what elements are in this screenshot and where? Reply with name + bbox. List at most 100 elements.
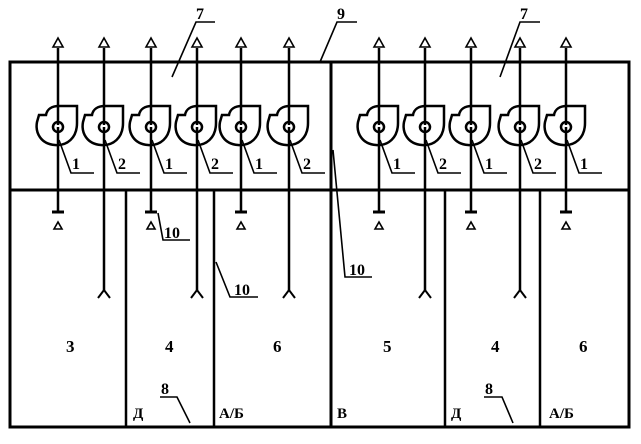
- duct-inlet-icon: [190, 288, 204, 299]
- fan-unit: [543, 36, 587, 230]
- duct-grille-icon: [465, 220, 477, 230]
- fan-housing-icon: [35, 104, 79, 147]
- category-ab-right: А/Б: [549, 406, 574, 422]
- fan-housing-icon: [174, 104, 218, 147]
- fan-callout-leader: [289, 139, 325, 174]
- fan-housing-icon: [128, 104, 172, 147]
- fan-number: 2: [211, 156, 219, 173]
- fan-number: 1: [580, 156, 588, 173]
- leader-line: [379, 139, 415, 174]
- duct-grille-icon: [235, 220, 247, 230]
- leader-line: [289, 139, 325, 174]
- duct-grille-icon: [373, 220, 385, 230]
- building-outline: [8, 60, 631, 429]
- leader-10-a: [157, 212, 190, 241]
- category-d-left: Д: [133, 406, 144, 422]
- leader-line: [520, 139, 556, 174]
- room-number-6-left: 6: [273, 337, 282, 356]
- leader-line: [58, 139, 94, 174]
- leader-line: [241, 139, 277, 174]
- fan-housing-icon: [543, 104, 587, 147]
- category-v: В: [337, 406, 347, 422]
- callout-8-left: 8: [161, 381, 169, 398]
- fan-number: 2: [303, 156, 311, 173]
- duct-inlet-icon: [513, 288, 527, 299]
- callout-10-b: 10: [234, 282, 250, 299]
- fan-callout-leader: [471, 139, 507, 174]
- stack-arrow-icon: [513, 36, 527, 48]
- room-number-4-right: 4: [491, 337, 500, 356]
- fan-number: 2: [118, 156, 126, 173]
- stack-arrow-icon: [51, 36, 65, 48]
- stack-arrow-icon: [464, 36, 478, 48]
- leader-line: [566, 139, 602, 174]
- leader-line: [425, 139, 461, 174]
- duct-grille-icon: [52, 220, 64, 230]
- fan-callout-leader: [566, 139, 602, 174]
- stack-arrow-icon: [559, 36, 573, 48]
- fan-units: [35, 36, 587, 299]
- fan-number: 1: [72, 156, 80, 173]
- fan-callout-leader: [241, 139, 277, 174]
- callout-7-left: 7: [196, 6, 204, 23]
- fan-number: 2: [439, 156, 447, 173]
- duct-grille-icon: [560, 220, 572, 230]
- fan-housing-icon: [356, 104, 400, 147]
- leader-line: [197, 139, 233, 174]
- leader-line: [471, 139, 507, 174]
- fan-housing-icon: [81, 104, 125, 147]
- category-ab-left: А/Б: [219, 406, 244, 422]
- callout-leaders: [157, 21, 540, 424]
- fan-callout-leader: [151, 139, 187, 174]
- stack-arrow-icon: [190, 36, 204, 48]
- duct-inlet-icon: [418, 288, 432, 299]
- callout-10-a: 10: [164, 225, 180, 242]
- leader-line: [104, 139, 140, 174]
- stack-arrow-icon: [97, 36, 111, 48]
- fan-unit: [35, 36, 79, 230]
- category-d-right: Д: [451, 406, 462, 422]
- fan-housing-icon: [497, 104, 541, 147]
- leader-line: [151, 139, 187, 174]
- fan-unit: [402, 36, 446, 299]
- duct-inlet-icon: [282, 288, 296, 299]
- leader-9: [319, 21, 357, 63]
- fan-callout-leader: [104, 139, 140, 174]
- fan-unit: [266, 36, 310, 299]
- fan-callout-leader: [58, 139, 94, 174]
- leader-10-c: [332, 149, 372, 278]
- fan-housing-icon: [402, 104, 446, 147]
- fan-number: 2: [534, 156, 542, 173]
- leader-7-left: [171, 21, 215, 78]
- stack-arrow-icon: [144, 36, 158, 48]
- fan-number: 1: [393, 156, 401, 173]
- stack-arrow-icon: [234, 36, 248, 48]
- leader-8-left: [160, 396, 191, 424]
- room-number-5: 5: [383, 337, 392, 356]
- stack-arrow-icon: [418, 36, 432, 48]
- room-partitions: [124, 190, 542, 427]
- room-number-4-left: 4: [165, 337, 174, 356]
- room-number-3: 3: [66, 337, 75, 356]
- fan-unit: [356, 36, 400, 230]
- room-number-6-right: 6: [579, 337, 588, 356]
- fan-callout-leader: [379, 139, 415, 174]
- fan-number: 1: [255, 156, 263, 173]
- fan-callout-leader: [197, 139, 233, 174]
- fan-unit: [218, 36, 262, 230]
- leader-7-right: [499, 21, 540, 78]
- building-frame: [8, 60, 631, 429]
- callout-9: 9: [337, 6, 345, 23]
- callout-7-right: 7: [520, 6, 528, 23]
- stack-arrow-icon: [372, 36, 386, 48]
- fan-housing-icon: [218, 104, 262, 147]
- fan-unit: [174, 36, 218, 299]
- duct-grille-icon: [145, 220, 157, 230]
- leader-10-b: [215, 261, 258, 298]
- fan-unit: [81, 36, 125, 299]
- duct-inlet-icon: [97, 288, 111, 299]
- leader-8-right: [484, 396, 514, 424]
- fan-unit: [448, 36, 492, 230]
- fan-housing-icon: [266, 104, 310, 147]
